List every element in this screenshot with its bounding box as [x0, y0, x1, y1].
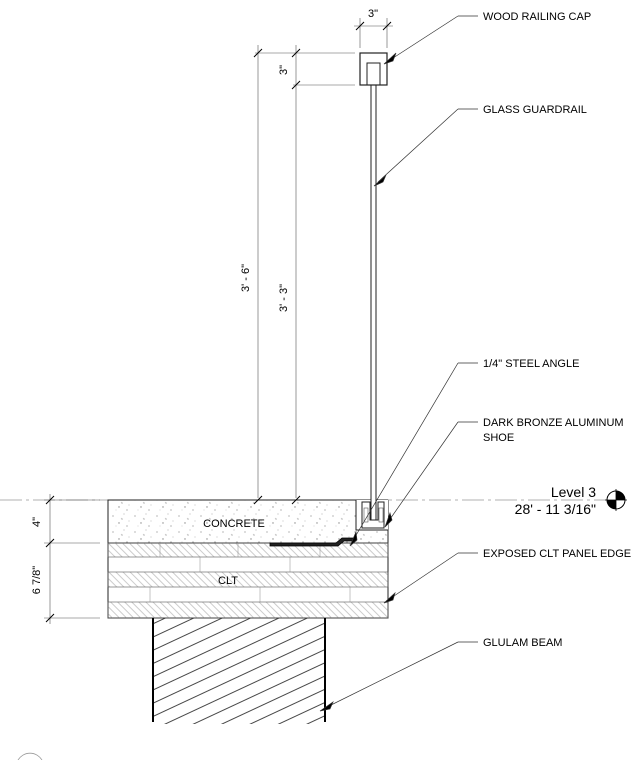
glulam-beam — [152, 618, 326, 724]
dimension-cap-width — [354, 18, 393, 48]
glass-guardrail — [370, 59, 377, 521]
level-elevation: 28' - 11 3/16" — [515, 501, 596, 517]
dimension-cap-height — [255, 45, 355, 505]
callout-aluminum-shoe-line2: SHOE — [483, 432, 514, 444]
callout-aluminum-shoe-line1: DARK BRONZE ALUMINUM — [483, 417, 624, 429]
clt-panel — [107, 542, 389, 619]
dimension-clt-label: 6 7/8" — [31, 566, 43, 594]
dimension-slab-stack — [44, 494, 100, 624]
level-name: Level 3 — [551, 484, 596, 500]
dimension-rail-glass-label: 3' - 3" — [278, 284, 290, 312]
dimension-cap-height-label: 3" — [278, 65, 290, 75]
dimension-rail-total-label: 3' - 6" — [240, 264, 252, 292]
leader-lines — [319, 15, 478, 712]
dimension-cap-width-label: 3" — [368, 8, 378, 20]
callout-glulam-beam: GLULAM BEAM — [483, 637, 562, 649]
wood-railing-cap — [359, 52, 388, 86]
clt-label: CLT — [218, 575, 238, 587]
level-target-icon — [605, 489, 627, 511]
concrete-label: CONCRETE — [203, 518, 265, 530]
dimension-concrete-label: 4" — [31, 517, 43, 527]
callout-wood-railing-cap: WOOD RAILING CAP — [483, 11, 591, 23]
dimension-rail-total — [253, 45, 263, 505]
view-title-mark — [17, 752, 43, 760]
callout-steel-angle: 1/4" STEEL ANGLE — [483, 358, 579, 370]
callout-clt-panel-edge: EXPOSED CLT PANEL EDGE — [483, 548, 631, 560]
callout-glass-guardrail: GLASS GUARDRAIL — [483, 104, 587, 116]
